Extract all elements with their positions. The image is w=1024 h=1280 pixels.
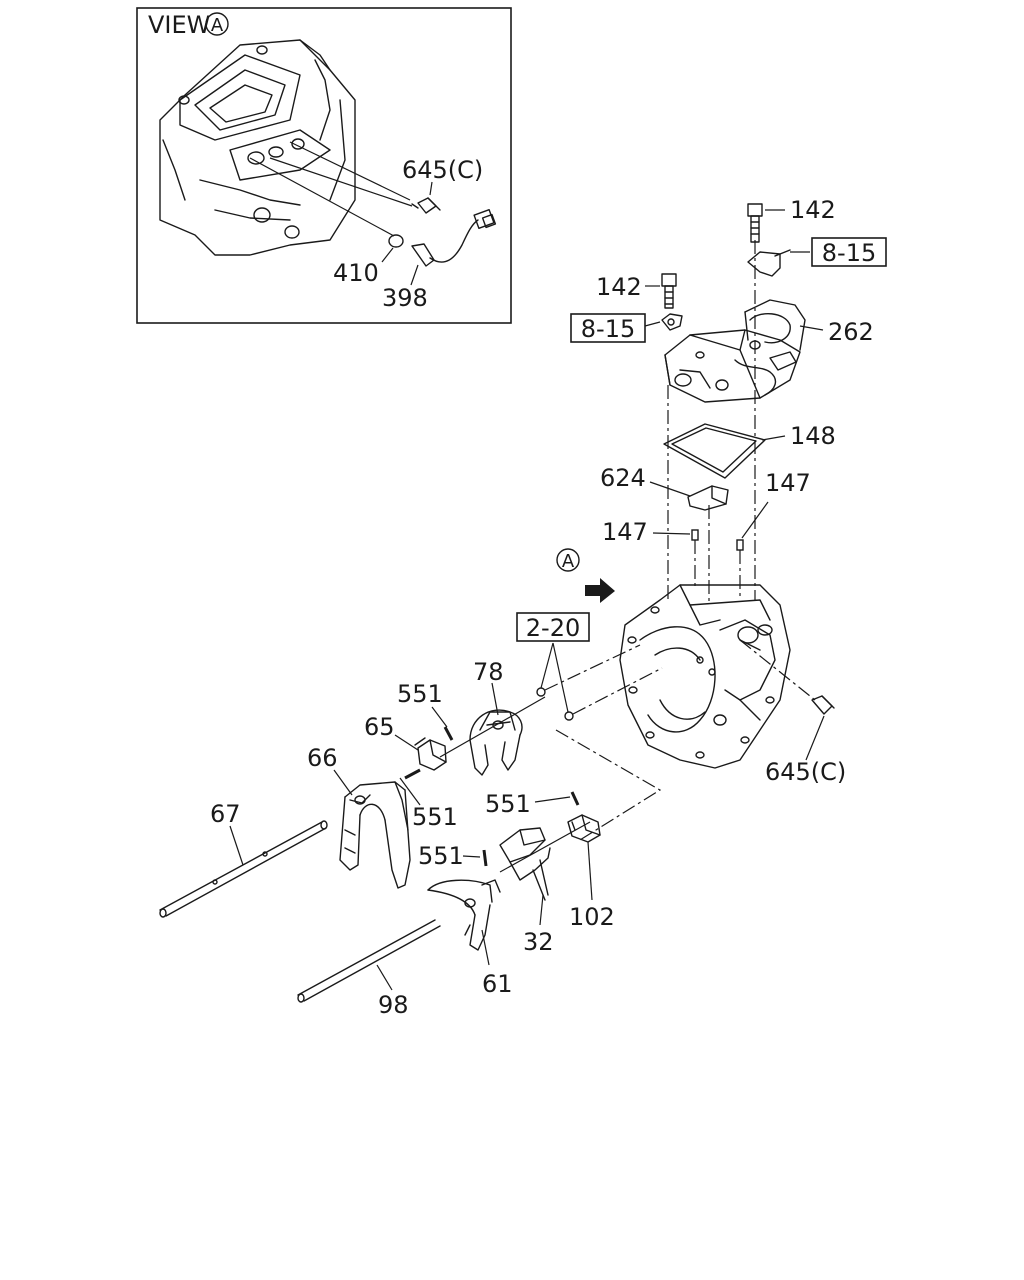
callout-148: 148 <box>790 422 836 450</box>
dowel-2-20-a <box>536 687 546 697</box>
shift-unit-262 <box>664 299 806 403</box>
sensor-645c-main <box>811 695 835 715</box>
view-direction-marker: A <box>556 548 615 603</box>
callout-61: 61 <box>482 970 513 998</box>
view-a-frame <box>136 7 512 324</box>
view-a-marker-circle: A <box>205 12 229 36</box>
callout-147-left: 147 <box>602 518 648 546</box>
part-65 <box>414 737 447 771</box>
bolt-142-top <box>747 203 763 243</box>
callout-142-top: 142 <box>790 196 836 224</box>
ref-8-15-left: 8-15 <box>581 315 635 343</box>
callout-645c-main: 645(C) <box>765 758 846 786</box>
callout-142-left: 142 <box>596 273 642 301</box>
inset-transmission-housing <box>159 39 356 256</box>
view-a-marker-letter: A <box>211 15 224 36</box>
part-32 <box>499 827 551 901</box>
callout-398: 398 <box>382 284 428 312</box>
inset-washer-410 <box>388 234 404 248</box>
inset-sensor-398 <box>411 208 497 267</box>
callout-551-c: 551 <box>485 790 531 818</box>
callout-78: 78 <box>473 658 504 686</box>
pin-551-c <box>570 791 580 806</box>
ref-box-8-15-top <box>811 237 887 267</box>
callout-66: 66 <box>307 744 338 772</box>
callout-262: 262 <box>828 318 874 346</box>
callout-147-right: 147 <box>765 469 811 497</box>
callout-67: 67 <box>210 800 241 828</box>
ref-2-20: 2-20 <box>526 614 580 642</box>
washer-left <box>661 313 683 331</box>
callout-32: 32 <box>523 928 554 956</box>
bolt-142-left <box>661 273 677 309</box>
callout-645c-inset: 645(C) <box>402 156 483 184</box>
view-a-title: VIEW <box>148 11 210 39</box>
view-direction-letter: A <box>562 551 575 572</box>
callout-551-d: 551 <box>418 842 464 870</box>
gasket-148 <box>663 423 766 479</box>
fork-66 <box>339 781 411 889</box>
callout-102: 102 <box>569 903 615 931</box>
pin-551-d <box>482 849 488 867</box>
part-624 <box>687 485 729 511</box>
callout-624: 624 <box>600 464 646 492</box>
view-direction-arrow <box>585 578 615 603</box>
ref-box-2-20 <box>516 612 590 642</box>
callout-410: 410 <box>333 259 379 287</box>
view-a-inset: VIEW A <box>136 7 512 324</box>
bracket-top <box>747 249 791 277</box>
dowel-2-20-b <box>564 711 574 721</box>
transmission-housing <box>619 584 791 769</box>
ref-box-8-15-left <box>570 313 646 343</box>
dowel-147-right <box>736 539 744 551</box>
shaft-98 <box>297 919 441 1003</box>
callout-65: 65 <box>364 713 395 741</box>
fork-78 <box>469 709 523 776</box>
dowel-147-left <box>691 529 699 541</box>
ref-8-15-top: 8-15 <box>822 239 876 267</box>
part-102 <box>567 814 601 843</box>
pin-551-b <box>404 768 421 780</box>
callout-98: 98 <box>378 991 409 1019</box>
pin-551-a <box>443 726 454 741</box>
fork-61 <box>427 879 501 951</box>
shaft-67 <box>159 820 328 918</box>
callout-551-a: 551 <box>397 680 443 708</box>
callout-551-b: 551 <box>412 803 458 831</box>
inset-sensor-645c <box>411 197 441 214</box>
